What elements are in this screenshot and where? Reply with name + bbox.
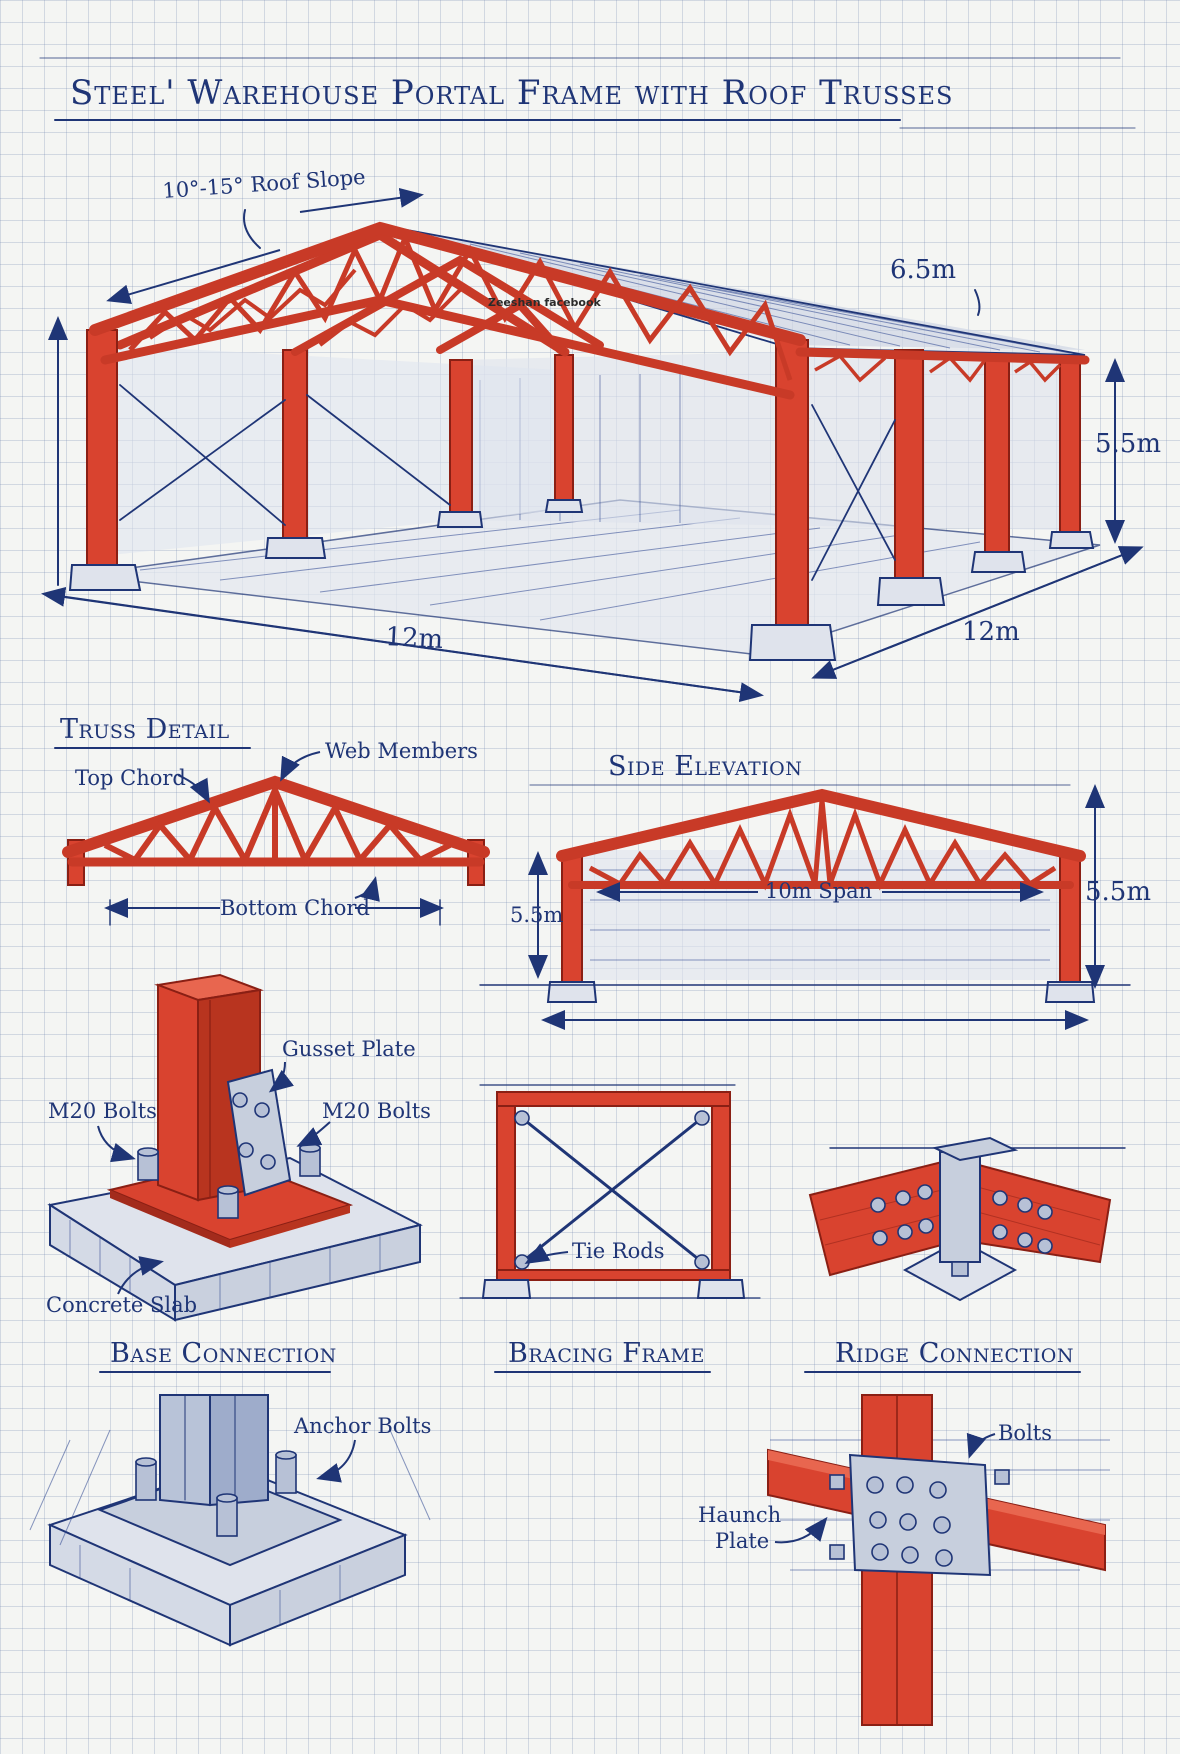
- tie-rods: [520, 1116, 704, 1264]
- bracing-right-column: [711, 1091, 731, 1281]
- side-span-label: 12m: [962, 617, 1020, 647]
- m20-bolts-right-label: M20 Bolts: [322, 1099, 431, 1123]
- anchor-bolts-detail: Anchor Bolts: [29, 1394, 431, 1647]
- ridge-bolts-label: Bolts: [998, 1421, 1052, 1445]
- ridge-connection-panel: Ridge Connection: [804, 1136, 1126, 1373]
- side-elevation-frame: [546, 788, 1096, 1003]
- front-right-column: [775, 339, 809, 631]
- bay-spacing-label: 6.5m: [890, 255, 956, 285]
- eave-height-label: 5.5m: [1095, 429, 1161, 459]
- haunch-label-line1: Haunch: [698, 1503, 781, 1527]
- haunch-bolts: [829, 1469, 1010, 1567]
- side-height-left-label: 5.5m: [510, 903, 563, 927]
- side-columns: [795, 347, 1090, 581]
- base-connection-panel: Gusset Plate M20 Bolts M20 Bolts Concret…: [46, 973, 431, 1373]
- ridge-splice-plate: [939, 1151, 981, 1263]
- side-height-right-label: 5.5m: [1085, 877, 1151, 907]
- ridge-bolts-upper: [870, 1184, 1053, 1277]
- ridge-connection-heading: Ridge Connection: [835, 1338, 1074, 1369]
- side-elevation-panel: Side Elevation 10m Span 5.5m 5.5m: [479, 751, 1151, 1030]
- truss-web-members: [103, 782, 452, 867]
- page-title: Steel' Warehouse Portal Frame with Roof …: [70, 73, 953, 113]
- bracing-left-column: [496, 1091, 516, 1281]
- truss-detail-heading: Truss Detail: [60, 714, 230, 745]
- side-elevation-heading: Side Elevation: [608, 751, 802, 782]
- front-truss-web: [128, 231, 793, 381]
- warehouse-isometric-view: 10°-15° Roof Slope 6.5m 5.5m 12m 12m Zee…: [41, 165, 1161, 703]
- truss-detail-drawing: [62, 775, 490, 886]
- anchor-bolts-label: Anchor Bolts: [293, 1414, 431, 1438]
- bottom-chord-label: Bottom Chord: [220, 896, 370, 920]
- base-connection-heading: Base Connection: [110, 1338, 337, 1369]
- bracing-top-beam: [496, 1091, 731, 1107]
- front-span-label: 12m: [385, 622, 444, 655]
- middle-portal-frames: [115, 229, 604, 541]
- tie-rods-label: Tie Rods: [572, 1239, 665, 1263]
- haunch-label-line2: Plate: [715, 1529, 769, 1553]
- anchor-bolts: [135, 1450, 297, 1537]
- front-left-column: [86, 329, 118, 566]
- top-chord-label: Top Chord: [75, 766, 186, 790]
- gusset-plate: [226, 1068, 292, 1197]
- anchor-column: [159, 1394, 269, 1507]
- front-portal-frame: [86, 221, 809, 631]
- web-members-label: Web Members: [325, 739, 478, 763]
- bracing-frame-heading: Bracing Frame: [508, 1338, 705, 1369]
- haunch-plate-detail: Bolts Haunch Plate: [698, 1394, 1110, 1726]
- column-footings: [68, 499, 1095, 661]
- concrete-slab-label: Concrete Slab: [46, 1293, 197, 1317]
- wall-x-bracing: [119, 384, 896, 581]
- m20-bolts: [137, 1143, 321, 1219]
- gusset-plate-label: Gusset Plate: [282, 1037, 416, 1061]
- roof-slope-label: 10°-15° Roof Slope: [162, 165, 367, 203]
- watermark: Zeeshan facebook: [488, 296, 602, 309]
- m20-bolts-left-label: M20 Bolts: [48, 1099, 157, 1123]
- side-span-label: 10m Span: [765, 879, 872, 903]
- title-block: Steel' Warehouse Portal Frame with Roof …: [39, 57, 1136, 129]
- truss-detail-panel: Truss Detail Top Chord Web Members Botto…: [54, 714, 490, 926]
- bracing-frame-panel: Tie Rods Bracing Frame: [459, 1084, 761, 1373]
